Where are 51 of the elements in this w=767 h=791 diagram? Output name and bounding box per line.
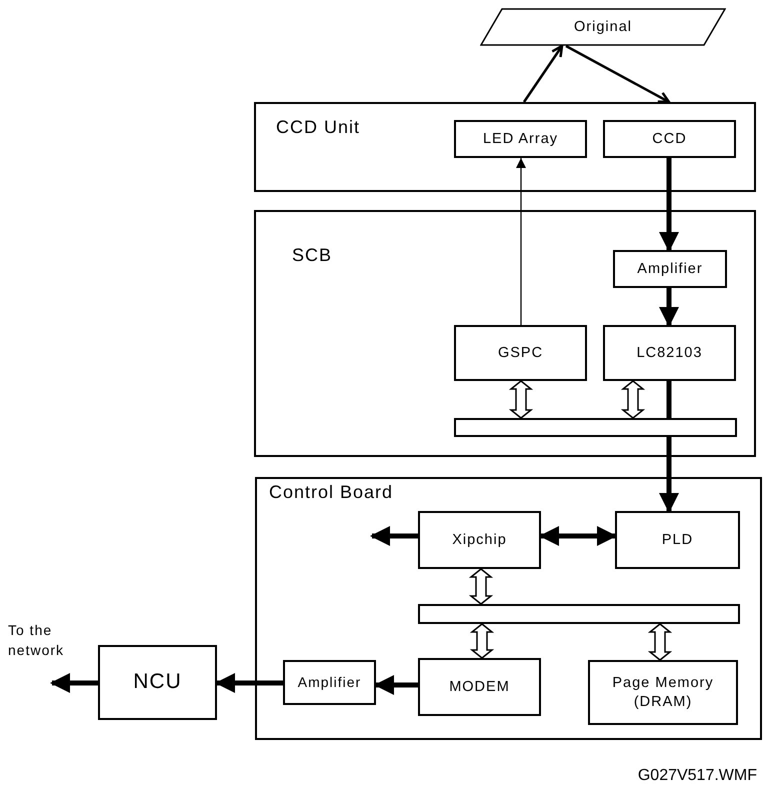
arrow bbox=[370, 526, 418, 546]
input-parallelogram bbox=[480, 8, 726, 46]
bus-arrow bbox=[468, 568, 494, 605]
node-label: NCU bbox=[133, 669, 182, 696]
process-box bbox=[454, 120, 587, 158]
node-label: CCD bbox=[652, 130, 687, 148]
arrow bbox=[539, 526, 617, 546]
arrow bbox=[215, 673, 283, 693]
node-label: Amplifier bbox=[298, 674, 362, 692]
process-box bbox=[588, 660, 738, 725]
bus-arrow bbox=[620, 380, 646, 419]
group-title: CCD Unit bbox=[276, 116, 360, 138]
arrow bbox=[516, 158, 526, 325]
node-label: Xipchip bbox=[452, 530, 507, 550]
process-box bbox=[98, 645, 217, 720]
node-label: Amplifier bbox=[637, 260, 703, 278]
process-box bbox=[418, 511, 541, 569]
process-box bbox=[603, 120, 736, 158]
group-box bbox=[254, 210, 756, 457]
node-label: Page Memory (DRAM) bbox=[611, 674, 715, 711]
node-label: MODEM bbox=[449, 678, 510, 696]
node-label: LC82103 bbox=[636, 344, 702, 362]
process-box bbox=[613, 250, 727, 288]
figure-id: G027V517.WMF bbox=[638, 766, 757, 786]
group-title: SCB bbox=[292, 244, 332, 266]
process-box bbox=[283, 660, 376, 705]
arrow bbox=[659, 437, 679, 513]
group-box bbox=[254, 102, 756, 192]
arrow bbox=[50, 673, 98, 693]
node-label: PLD bbox=[662, 530, 694, 550]
bus-arrow bbox=[470, 623, 494, 659]
process-box bbox=[418, 658, 541, 716]
arrow bbox=[659, 158, 679, 252]
group-title: Control Board bbox=[269, 481, 394, 504]
process-box bbox=[615, 511, 740, 569]
node-label: Original bbox=[574, 18, 632, 36]
node-label: LED Array bbox=[482, 130, 558, 148]
arrow bbox=[565, 44, 670, 104]
group-box bbox=[255, 477, 762, 740]
process-box bbox=[454, 325, 587, 381]
bus-arrow bbox=[648, 623, 672, 661]
arrow bbox=[374, 675, 418, 695]
bus-arrow bbox=[508, 380, 534, 419]
note-text: To the network bbox=[8, 621, 66, 660]
bus-bar bbox=[454, 418, 737, 437]
arrow bbox=[522, 44, 564, 103]
connector-line bbox=[666, 381, 672, 418]
arrow bbox=[659, 288, 679, 327]
bus-bar bbox=[418, 604, 740, 624]
node-label: GSPC bbox=[498, 344, 544, 362]
process-box bbox=[603, 325, 736, 381]
